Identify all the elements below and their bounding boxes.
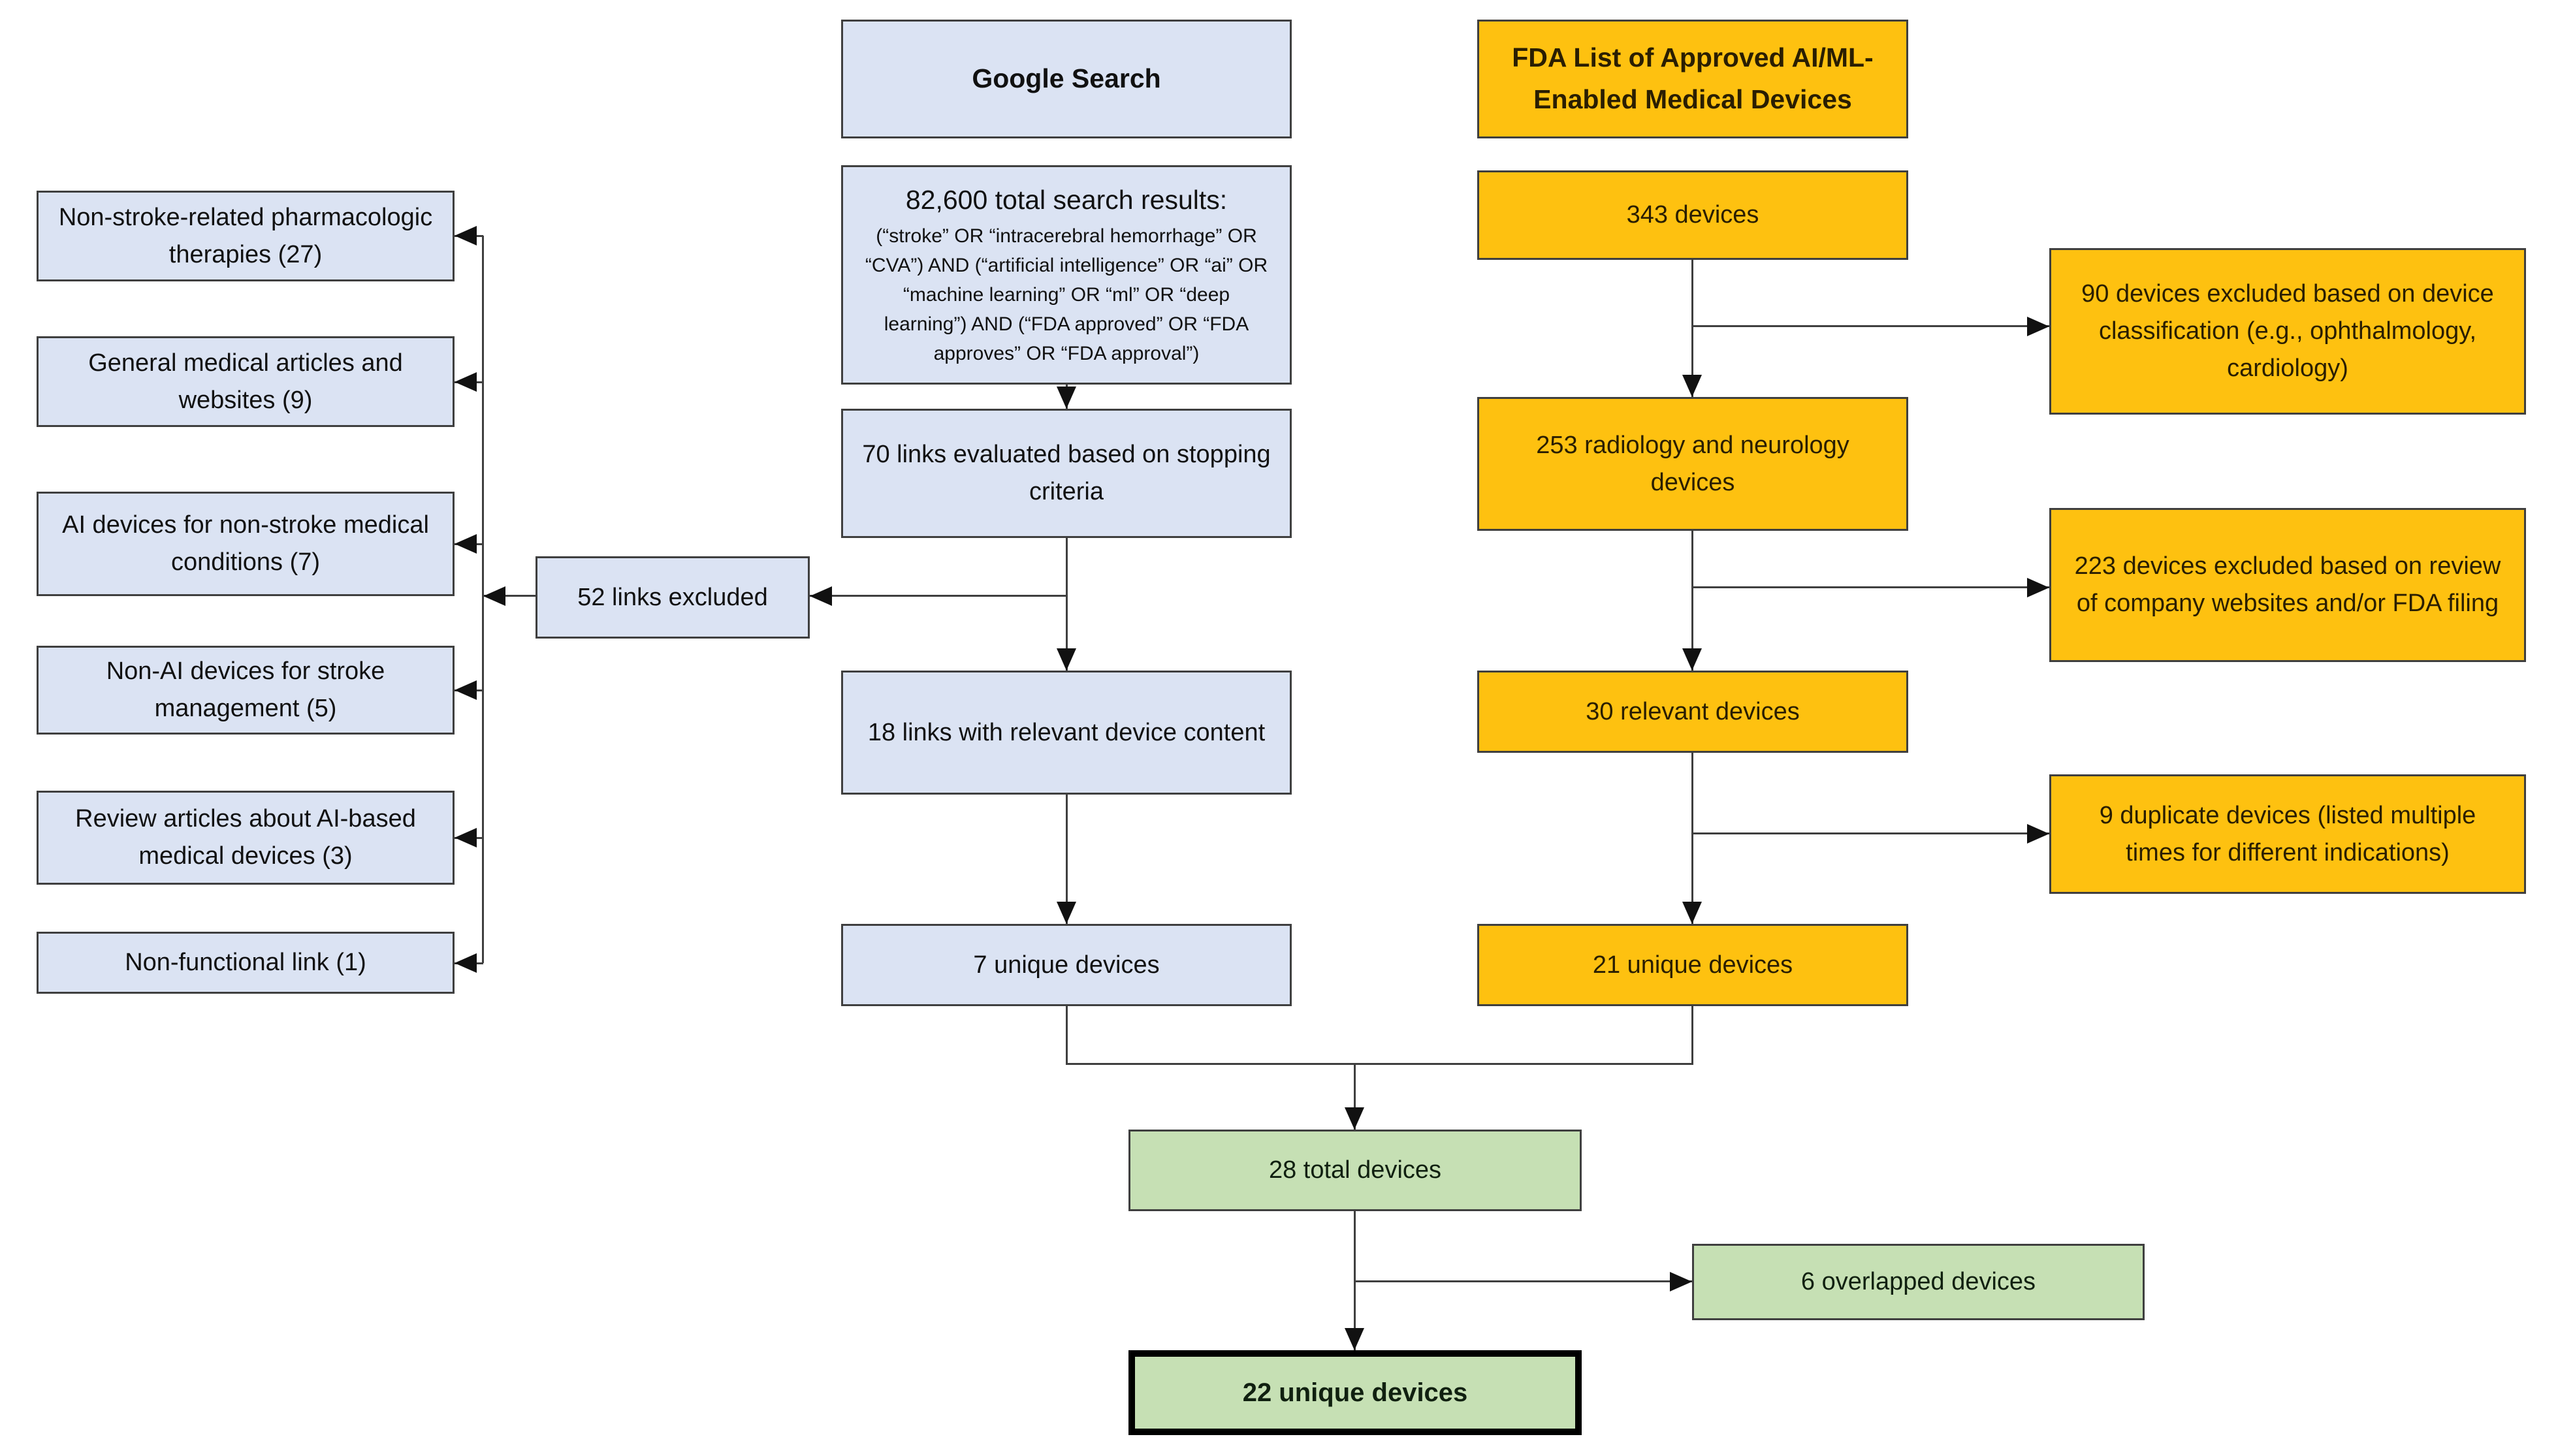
node-fda-duplicate-devices: 9 duplicate devices (listed multiple tim… [2049,774,2526,894]
connector-total-to-final [1354,1211,1356,1350]
node-label: Non-functional link (1) [125,949,366,976]
connector-merge-horizontal [1066,1063,1693,1065]
node-links-relevant: 18 links with relevant device content [841,671,1292,795]
node-fda-list-header: FDA List of Approved AI/ML-Enabled Medic… [1477,20,1908,138]
search-query-text: (“stroke” OR “intracerebral hemorrhage” … [865,225,1268,365]
arrow-down-icon [1057,648,1076,671]
node-google-search-header: Google Search [841,20,1292,138]
connector-branch-duplicates-9 [1693,832,2049,834]
arrow-left-icon [455,372,477,392]
arrow-down-icon [1682,648,1702,671]
connector-merge-to-total [1354,1064,1356,1130]
node-label: Review articles about AI-based medical d… [75,805,416,870]
node-label: 30 relevant devices [1586,697,1800,725]
node-fda-excluded-classification: 90 devices excluded based on device clas… [2049,248,2526,415]
node-fda-radiology-neurology: 253 radiology and neurology devices [1477,397,1908,531]
arrow-down-icon [1682,375,1702,397]
arrow-right-icon [1670,1272,1692,1291]
node-fda-relevant-devices: 30 relevant devices [1477,671,1908,753]
arrow-down-icon [1345,1328,1364,1350]
arrow-left-icon [455,953,477,973]
node-label: 21 unique devices [1592,951,1793,979]
connector-30-to-21 [1691,753,1693,925]
node-label: General medical articles and websites (9… [88,349,403,414]
connector-relevant-to-unique [1066,795,1068,925]
arrow-down-icon [1057,387,1076,409]
connector-excluded-to-spine [483,595,536,597]
node-label: 6 overlapped devices [1800,1268,2036,1295]
node-label: 70 links evaluated based on stopping cri… [862,441,1271,505]
node-exclusion-review-articles: Review articles about AI-based medical d… [37,791,455,885]
node-final-unique-devices: 22 unique devices [1128,1350,1582,1435]
node-label: FDA List of Approved AI/ML-Enabled Medic… [1512,42,1874,114]
node-exclusion-nonai-stroke: Non-AI devices for stroke management (5) [37,646,455,735]
node-label: 90 devices excluded based on device clas… [2081,280,2494,382]
arrow-left-icon [455,534,477,554]
connector-merge-right-drop [1691,1006,1693,1065]
node-total-devices: 28 total devices [1128,1130,1582,1211]
node-label: 28 total devices [1268,1156,1442,1184]
arrow-left-icon [455,828,477,847]
connector-343-to-253 [1691,260,1693,398]
node-exclusion-ai-nonstroke: AI devices for non-stroke medical condit… [37,492,455,596]
arrow-right-icon [2027,824,2049,844]
node-label: 223 devices excluded based on review of … [2074,552,2501,617]
connector-branch-excluded-223 [1693,586,2049,588]
node-label: 22 unique devices [1242,1378,1468,1407]
connector-exclusion-spine [482,236,484,963]
arrow-left-icon [810,586,832,606]
arrow-down-icon [1682,902,1702,924]
node-links-excluded: 52 links excluded [536,556,810,639]
node-label: 52 links excluded [577,583,768,611]
node-overlapped-devices: 6 overlapped devices [1692,1244,2145,1320]
node-label: Non-stroke-related pharmacologic therapi… [58,203,433,268]
node-fda-excluded-review: 223 devices excluded based on review of … [2049,508,2526,662]
arrow-left-icon [455,680,477,700]
node-exclusion-nonfunctional-link: Non-functional link (1) [37,932,455,994]
connector-branch-links-excluded [810,595,1066,597]
node-label: 7 unique devices [973,951,1160,979]
arrow-right-icon [2027,578,2049,597]
node-google-unique-devices: 7 unique devices [841,924,1292,1006]
node-label: Non-AI devices for stroke management (5) [106,657,385,722]
node-label: 18 links with relevant device content [867,718,1266,746]
node-links-evaluated: 70 links evaluated based on stopping cri… [841,409,1292,538]
connector-branch-overlapped [1355,1280,1692,1282]
connector-evaluated-to-relevant [1066,538,1068,673]
arrow-left-icon [483,586,505,606]
search-results-title: 82,600 total search results: [905,184,1228,215]
connector-branch-excluded-90 [1693,325,2049,327]
node-exclusion-pharmacologic: Non-stroke-related pharmacologic therapi… [37,191,455,281]
arrow-down-icon [1345,1107,1364,1130]
node-exclusion-general-articles: General medical articles and websites (9… [37,336,455,427]
node-label: Google Search [972,63,1161,94]
connector-merge-left-drop [1066,1006,1068,1065]
node-search-results: 82,600 total search results: (“stroke” O… [841,165,1292,385]
arrow-right-icon [2027,317,2049,336]
node-fda-unique-devices: 21 unique devices [1477,924,1908,1006]
arrow-down-icon [1057,902,1076,924]
node-label: 9 duplicate devices (listed multiple tim… [2099,801,2476,866]
node-label: 253 radiology and neurology devices [1536,431,1849,496]
node-fda-343-devices: 343 devices [1477,170,1908,260]
node-label: AI devices for non-stroke medical condit… [62,511,429,576]
connector-253-to-30 [1691,531,1693,672]
node-label: 343 devices [1626,201,1759,229]
arrow-left-icon [455,226,477,245]
